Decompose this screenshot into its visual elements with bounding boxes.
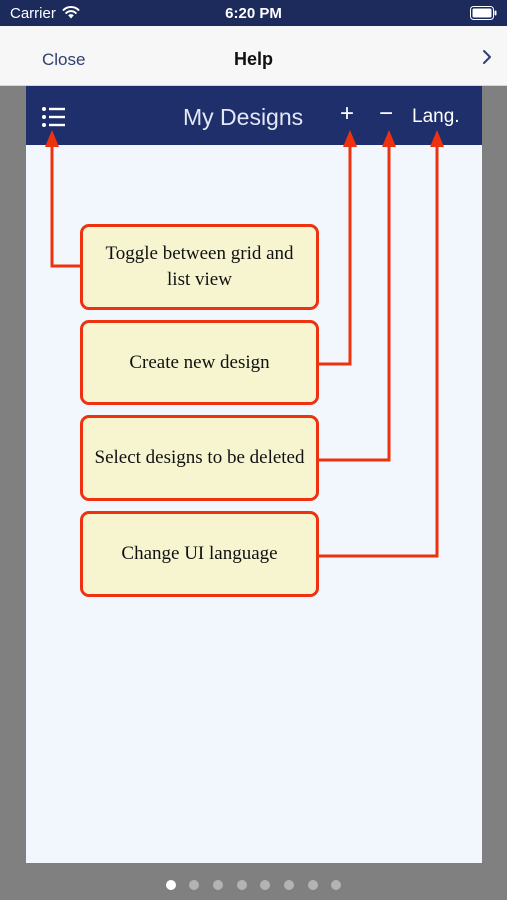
close-button[interactable]: Close [42,50,86,69]
page-dot[interactable] [331,880,341,890]
callout-change-language: Change UI language [80,511,319,597]
navigation-bar: Close Help [0,26,507,86]
page-dot[interactable] [308,880,318,890]
list-view-icon[interactable] [40,106,68,128]
page-dot[interactable] [260,880,270,890]
callout-text: Change UI language [121,543,278,564]
page-indicator[interactable] [160,880,350,890]
page-dot[interactable] [284,880,294,890]
chevron-right-icon[interactable] [481,48,493,66]
callout-text: Create new design [129,351,270,373]
add-design-button[interactable]: + [340,100,355,127]
battery-icon [470,6,497,20]
app-header: My Designs + − Lang. [26,86,482,145]
callout-text: Toggle between grid and list view [105,243,294,290]
language-button[interactable]: Lang. [412,106,460,127]
page-title: Help [233,49,273,69]
callout-toggle-view: Toggle between grid and list view [80,224,319,310]
callout-create-design: Create new design [80,320,319,405]
app-title: My Designs [183,104,304,130]
page-dot[interactable] [166,880,176,890]
callout-text: Select designs to be deleted [94,447,305,468]
delete-designs-button[interactable]: − [379,100,394,127]
wifi-icon [62,6,80,19]
status-bar: Carrier 6:20 PM [0,0,507,26]
callout-delete-designs: Select designs to be deleted [80,415,319,501]
status-time: 6:20 PM [225,5,282,22]
carrier-label: Carrier [10,5,56,22]
page-dot[interactable] [237,880,247,890]
page-dot[interactable] [189,880,199,890]
page-dot[interactable] [213,880,223,890]
